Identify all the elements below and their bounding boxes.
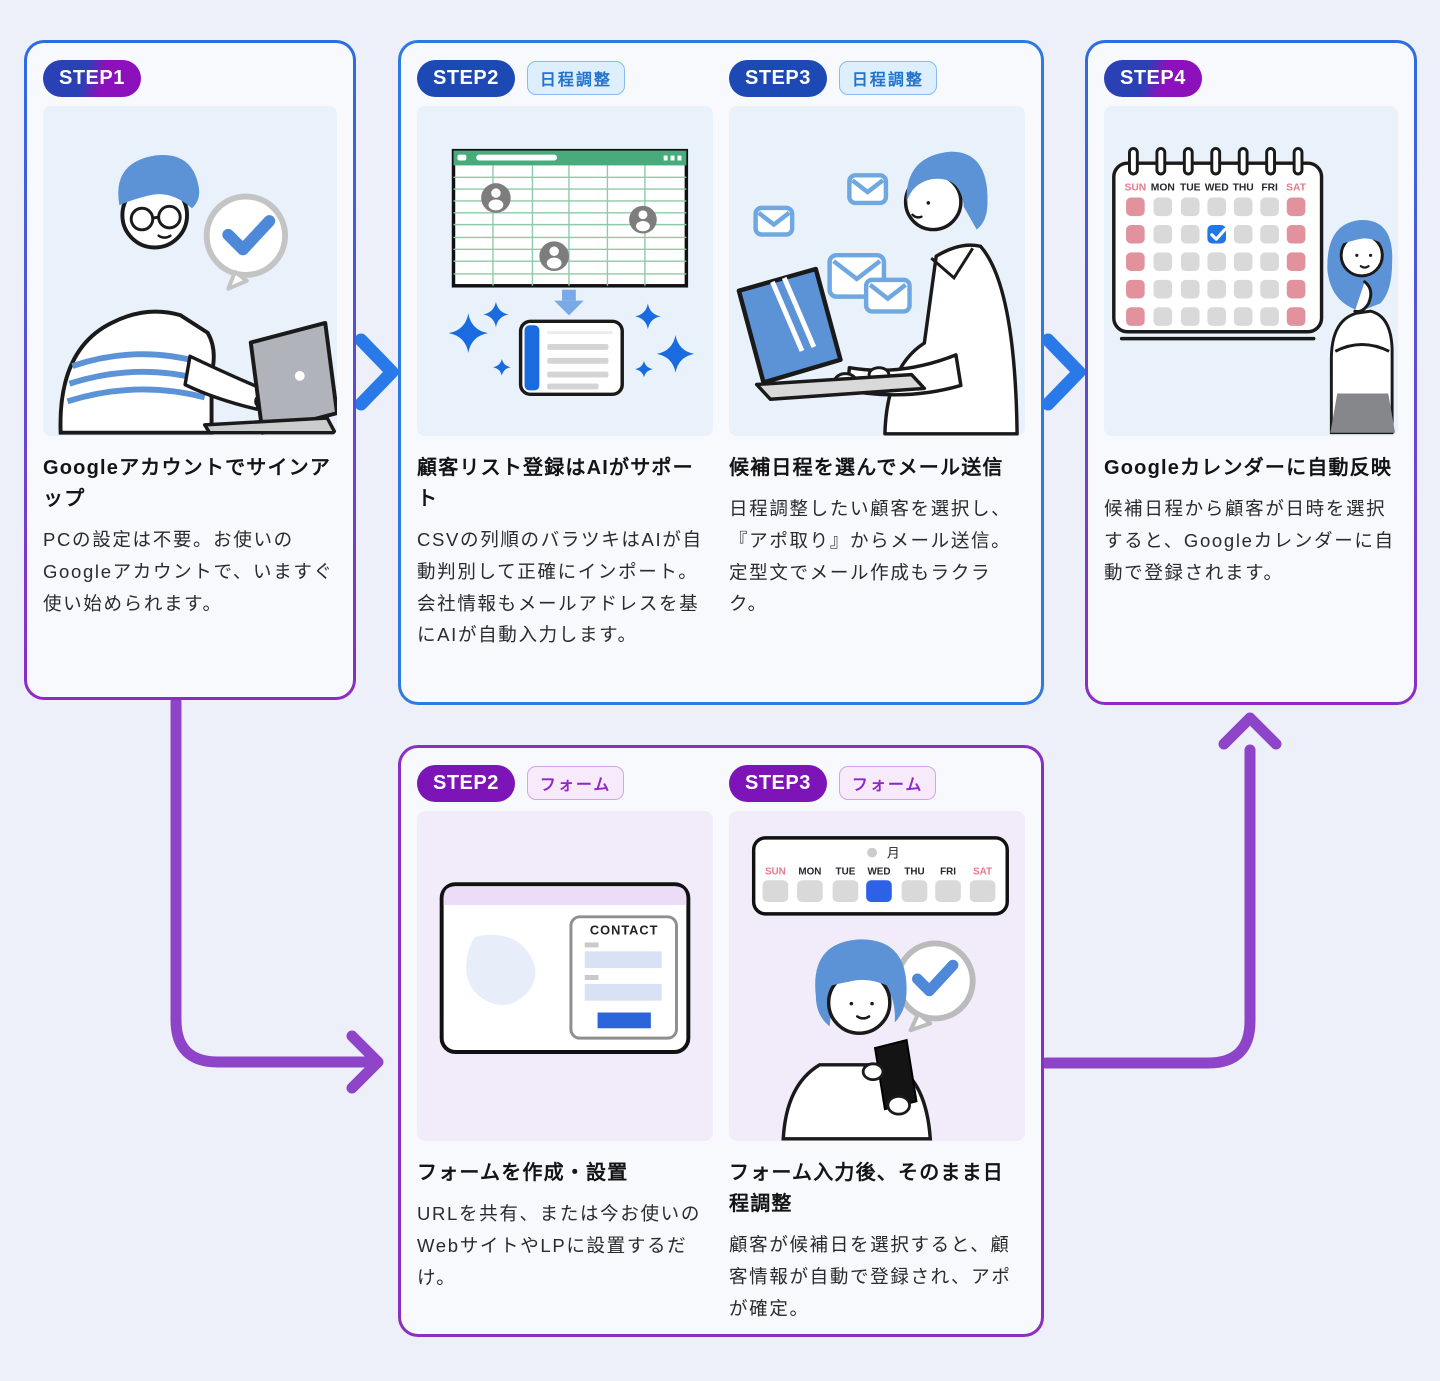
csv-import-illustration [417, 106, 713, 436]
schedule-step3-column: STEP3 日程調整 [729, 59, 1025, 651]
schedule-step2-badge: STEP2 [417, 59, 515, 97]
contact-form-illustration: CONTACT [417, 811, 713, 1141]
svg-text:FRI: FRI [1261, 183, 1278, 194]
schedule-step3-tag: 日程調整 [838, 61, 937, 95]
contact-form-panel: CONTACT [569, 915, 678, 1040]
picker-day-cells[interactable] [762, 880, 996, 902]
form-step2-title: フォームを作成・設置 [417, 1162, 629, 1184]
card-schedule-route: STEP2 日程調整 [398, 40, 1044, 705]
check-speech-bubble [203, 193, 288, 291]
down-arrow-icon [554, 289, 584, 316]
thinking-woman [1327, 220, 1396, 435]
google-calendar-svg: SUN MON TUE WED THU FRI SAT [1112, 147, 1396, 435]
schedule-step2-body: CSVの列順のバラツキはAIが自動判別して正確にインポート。会社情報もメールアド… [417, 529, 703, 646]
svg-text:THU: THU [1233, 183, 1254, 194]
step4-title: Googleカレンダーに自動反映 [1104, 457, 1393, 479]
date-picker-widget: 月 SUN MON TUE WED THU FRI SAT [751, 836, 1009, 916]
schedule-step2-tag: 日程調整 [526, 61, 625, 95]
arrow-schedule-to-step4-icon [1041, 333, 1086, 411]
svg-text:SAT: SAT [1286, 183, 1307, 194]
ai-document-card [518, 319, 624, 397]
hair [815, 939, 907, 1027]
form-step3-column: STEP3 フォーム 月 SUN MON TUE [729, 764, 1025, 1324]
connector-form-to-step4 [1040, 712, 1282, 1069]
signup-illustration-svg [58, 154, 337, 435]
check-icon [1210, 227, 1227, 241]
contact-form-svg: CONTACT [439, 882, 691, 1054]
arrow-right-icon [346, 1030, 384, 1094]
card-form-route: STEP2 フォーム CONTACT [398, 745, 1044, 1337]
avatar-icon [481, 183, 657, 271]
svg-text:FRI: FRI [940, 866, 956, 877]
form-submit-button [597, 1012, 651, 1029]
svg-text:WED: WED [867, 866, 890, 877]
hair [118, 154, 200, 209]
form-input [584, 983, 662, 1001]
date-select-illustration: 月 SUN MON TUE WED THU FRI SAT [729, 811, 1025, 1141]
laptop [736, 266, 927, 401]
phone [873, 1038, 918, 1111]
selected-date-cell [1207, 224, 1227, 244]
svg-text:MON: MON [798, 866, 821, 877]
schedule-step2-title: 顧客リスト登録はAIがサポート [417, 457, 694, 510]
form-step3-badge: STEP3 [729, 764, 827, 802]
svg-text:TUE: TUE [1180, 183, 1201, 194]
csv-import-svg [448, 148, 695, 397]
schedule-step3-title: 候補日程を選んでメール送信 [729, 457, 1004, 479]
send-mail-illustration [729, 106, 1025, 436]
form-step2-badge: STEP2 [417, 764, 515, 802]
form-input [584, 951, 662, 969]
mail-icon [753, 173, 912, 314]
connector-step1-to-form [170, 696, 384, 1094]
check-speech-bubble [894, 940, 976, 1033]
check-icon [912, 959, 959, 997]
svg-text:SUN: SUN [765, 866, 786, 877]
form-step3-tag: フォーム [838, 766, 937, 800]
send-mail-svg [736, 151, 1019, 436]
spreadsheet [451, 148, 689, 288]
form-step3-title: フォーム入力後、そのまま日程調整 [729, 1162, 1004, 1215]
calendar-day-labels: SUN MON TUE WED THU FRI SAT [1125, 183, 1307, 194]
svg-text:THU: THU [904, 866, 924, 877]
date-select-svg: 月 SUN MON TUE WED THU FRI SAT [751, 836, 1009, 1141]
svg-text:WED: WED [1205, 183, 1229, 194]
card-step1: STEP1 [24, 40, 356, 700]
person-at-laptop [58, 154, 279, 435]
step1-body: PCの設定は不要。お使いのGoogleアカウントで、いますぐ使い始められます。 [43, 529, 334, 614]
laptop [202, 320, 337, 435]
calendar: SUN MON TUE WED THU FRI SAT [1112, 147, 1324, 341]
step4-body: 候補日程から顧客が日時を選択すると、Googleカレンダーに自動で登録されます。 [1104, 498, 1395, 583]
contact-form-title: CONTACT [590, 923, 659, 938]
step4-badge: STEP4 [1104, 59, 1202, 97]
svg-text:MON: MON [1151, 183, 1175, 194]
form-step3-body: 顧客が候補日を選択すると、顧客情報が自動で登録され、アポが確定。 [729, 1234, 1012, 1319]
google-calendar-illustration: SUN MON TUE WED THU FRI SAT [1104, 106, 1398, 436]
form-step2-body: URLを共有、または今お使いのWebサイトやLPに設置するだけ。 [417, 1203, 701, 1288]
form-step2-tag: フォーム [526, 766, 625, 800]
picker-day-labels: SUN MON TUE WED THU FRI SAT [765, 866, 992, 877]
month-label: 月 [887, 846, 900, 861]
svg-text:TUE: TUE [836, 866, 856, 877]
arrow-step1-to-schedule-icon [354, 333, 399, 411]
person-with-phone [781, 939, 933, 1141]
svg-text:SAT: SAT [973, 866, 992, 877]
sparkle-icon [448, 301, 695, 378]
step1-title: Googleアカウントでサインアップ [43, 457, 332, 510]
card-step4: STEP4 SUN MON TUE WED [1085, 40, 1417, 705]
check-icon [222, 215, 276, 256]
hair [906, 151, 988, 230]
arrow-up-icon [1218, 712, 1282, 750]
svg-text:SUN: SUN [1125, 183, 1147, 194]
form-step2-column: STEP2 フォーム CONTACT [417, 764, 713, 1324]
calendar-grid [1126, 197, 1306, 326]
step1-signup-illustration [43, 106, 337, 436]
schedule-step3-body: 日程調整したい顧客を選択し、『アポ取り』からメール送信。定型文でメール作成もラク… [729, 498, 1012, 615]
selected-day-cell [866, 880, 892, 902]
step1-badge: STEP1 [43, 59, 141, 97]
schedule-step3-badge: STEP3 [729, 59, 827, 97]
schedule-step2-column: STEP2 日程調整 [417, 59, 713, 651]
